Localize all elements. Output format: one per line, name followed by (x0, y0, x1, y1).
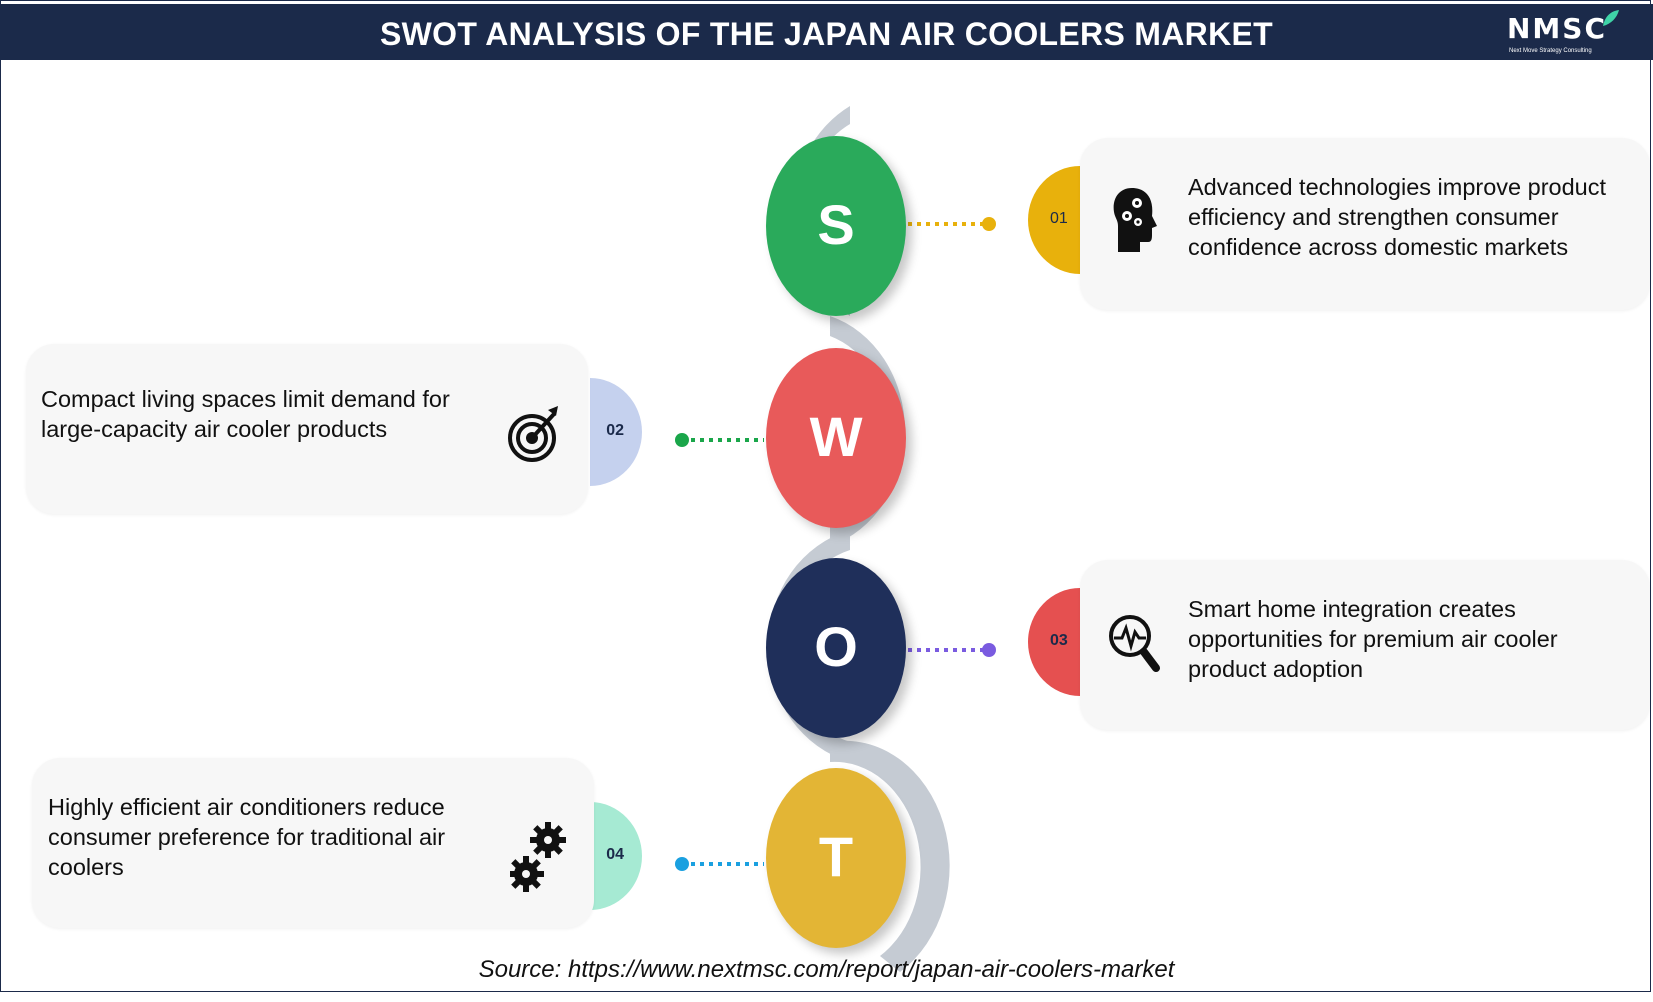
circle-opportunity: O (766, 558, 906, 738)
tab-weakness: 02 (590, 378, 642, 498)
connector-dot-strength (982, 217, 996, 231)
card-strength: Advanced technologies improve product ef… (1080, 138, 1650, 310)
tab-strength-number: 01 (1050, 210, 1068, 227)
tab-opportunity: 03 (1028, 588, 1082, 708)
tab-opportunity-number: 03 (1050, 632, 1068, 649)
connector-dot-opportunity (982, 643, 996, 657)
magnifier-pulse-icon (1109, 615, 1160, 672)
connector-dot-weakness (675, 433, 689, 447)
logo-leaf-icon (1603, 10, 1619, 26)
page-title: SWOT ANALYSIS OF THE JAPAN AIR COOLERS M… (380, 16, 1273, 52)
tab-threat-shape: 04 (592, 802, 642, 910)
letter-s: S (817, 193, 855, 256)
circle-threat: T (766, 768, 906, 948)
card-weakness-text: Compact living spaces limit demand for l… (41, 386, 450, 442)
card-opportunity: Smart home integration creates opportuni… (1080, 560, 1650, 730)
connector-dot-threat (675, 857, 689, 871)
tab-threat-number: 04 (606, 846, 624, 863)
nmsc-logo: NMSC Next Move Strategy Consulting (1507, 10, 1619, 58)
card-strength-text: Advanced technologies improve product ef… (1188, 174, 1607, 260)
card-threat: Highly efficient air conditioners reduce… (32, 758, 594, 928)
gears-icon (510, 822, 566, 892)
tab-threat: 04 (592, 802, 642, 922)
header-bar: SWOT ANALYSIS OF THE JAPAN AIR COOLERS M… (0, 4, 1653, 60)
circle-weakness: W (766, 348, 906, 528)
source-citation: Source: https://www.nextmsc.com/report/j… (478, 956, 1175, 983)
letter-t: T (818, 825, 854, 888)
tab-weakness-number: 02 (606, 422, 624, 439)
target-arrow-icon (508, 406, 558, 462)
tab-strength-shape: 01 (1028, 166, 1082, 274)
letter-o: O (814, 615, 858, 678)
letter-w: W (809, 405, 863, 468)
tab-strength: 01 (1028, 166, 1082, 286)
head-gears-icon (1113, 188, 1157, 252)
tab-weakness-shape: 02 (590, 378, 642, 486)
circle-strength: S (766, 136, 906, 316)
card-weakness: Compact living spaces limit demand for l… (26, 344, 588, 514)
logo-name: NMSC (1507, 12, 1608, 45)
card-threat-text: Highly efficient air conditioners reduce… (48, 794, 446, 880)
card-opportunity-text: Smart home integration creates opportuni… (1188, 596, 1558, 682)
tab-opportunity-shape: 03 (1028, 588, 1082, 696)
logo-tagline: Next Move Strategy Consulting (1509, 48, 1592, 54)
